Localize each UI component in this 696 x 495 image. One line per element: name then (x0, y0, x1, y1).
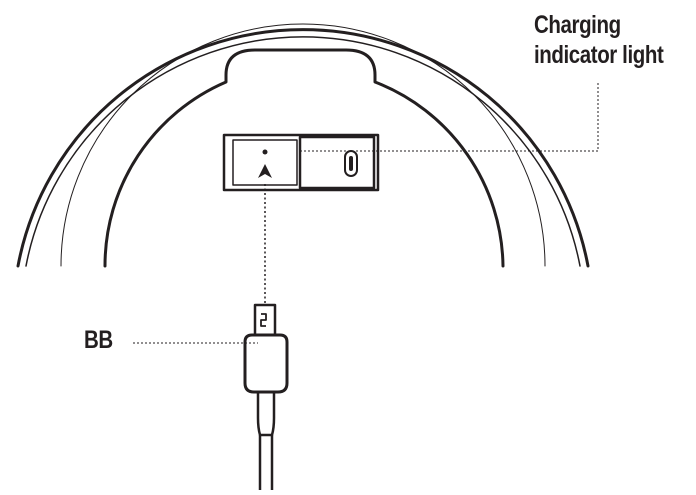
connector-label: BB (84, 326, 113, 354)
plug-tip-notch (260, 313, 267, 327)
port-housing (222, 133, 380, 192)
indicator-housing (298, 135, 376, 190)
plug-body (243, 333, 289, 394)
plug-strain-relief (256, 392, 276, 437)
insert-arrow-icon (258, 164, 272, 178)
device-outer-rim-inner (25, 36, 581, 267)
micro-usb-plug-icon (243, 303, 289, 490)
device-outer-rim (16, 28, 590, 268)
micro-usb-port-icon (262, 149, 268, 155)
charging-indicator-label: Charging indicator light (534, 10, 664, 70)
charging-indicator-light-icon (344, 150, 358, 177)
charging-indicator-label-line1: Charging (534, 11, 621, 39)
device-inner-ring (60, 23, 546, 267)
port-recess (232, 139, 298, 186)
device-body-outline (103, 48, 505, 268)
charging-indicator-label-line2: indicator light (534, 41, 664, 69)
charging-indicator-leader (300, 82, 599, 152)
